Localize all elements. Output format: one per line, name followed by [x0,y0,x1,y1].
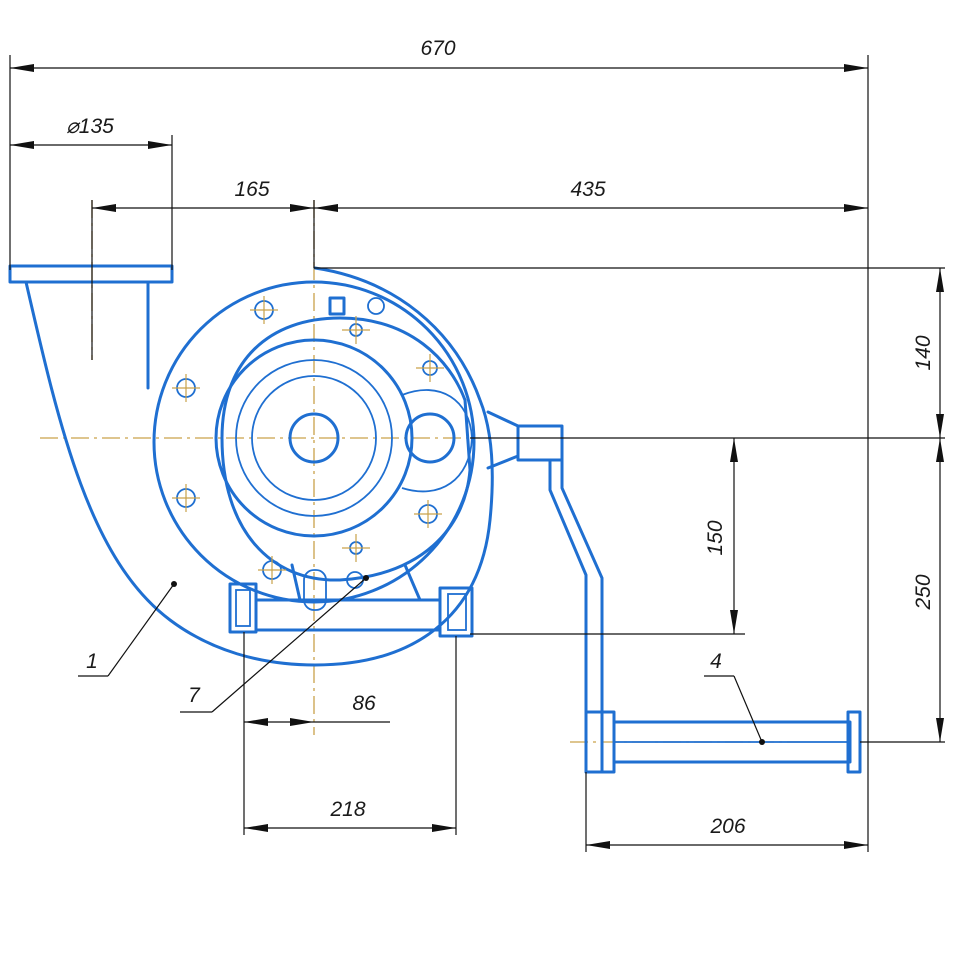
callout-foot: 7 [180,575,369,713]
dim-label-foot-offset: 86 [352,692,376,715]
extension-lines [9,55,945,852]
dim-label-inlet-offset: 165 [234,178,269,201]
bolt-hole [416,354,444,382]
bolt-hole [342,316,370,344]
dim-label-foot-span: 218 [329,798,365,821]
dimension-inlet-offset: 165 [92,178,314,212]
bolt-hole [250,296,278,324]
dimension-crank-drop: 150 [704,438,738,634]
dim-label-overall-width: 670 [420,37,455,60]
bolt-hole [342,534,370,562]
dimension-overall-width: 670 [10,37,868,72]
dim-label-crank-drop: 150 [704,520,727,555]
dimension-upper-height: 140 [912,268,944,438]
callout-label-casing: 1 [86,650,98,673]
crank-handle [486,410,862,774]
callout-handle: 4 [704,650,765,745]
dim-label-handle-length: 206 [709,815,745,838]
dimension-handle-reach: 435 [314,178,868,212]
pump-casing [8,264,494,667]
bolt-hole [414,500,442,528]
pump-foot [228,563,474,638]
dim-label-handle-reach: 435 [570,178,605,201]
dimension-handle-length: 206 [586,815,868,849]
bolt-holes [172,296,444,584]
dimension-foot-span: 218 [244,798,456,832]
bolt-hole [172,484,200,512]
dimension-inlet-diameter: ⌀135 [10,115,172,149]
dimension-foot-offset: 86 [244,692,390,726]
dim-label-upper-height: 140 [912,335,935,370]
bolt-hole [258,556,286,584]
dim-label-inlet-diameter: ⌀135 [66,115,114,138]
callout-label-foot: 7 [188,684,201,707]
bolt-hole [172,374,200,402]
dim-label-lower-height: 250 [912,574,935,610]
callout-casing: 1 [78,581,177,677]
dimension-lower-height: 250 [912,438,944,742]
callout-label-handle: 4 [710,650,722,673]
